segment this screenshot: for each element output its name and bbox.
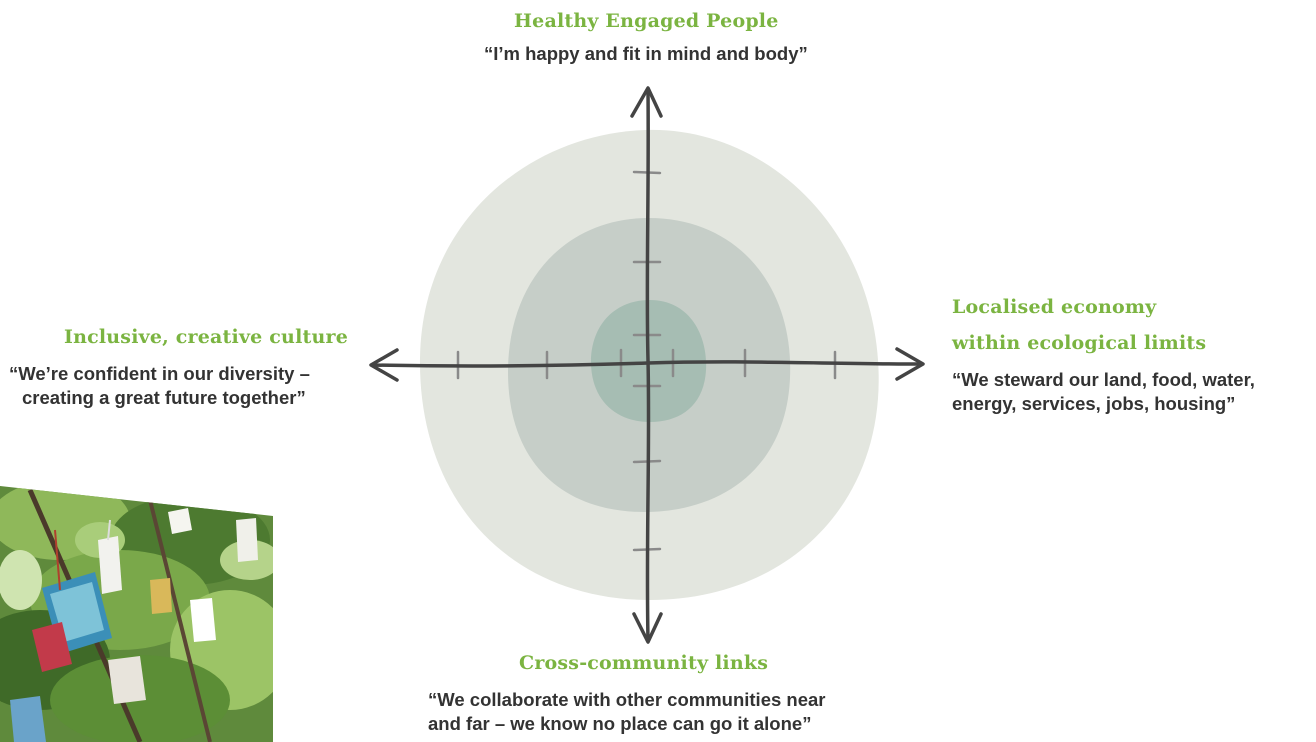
right-arrowhead	[895, 347, 925, 381]
down-arrowhead	[632, 612, 663, 644]
top-quote: “I’m happy and fit in mind and body”	[484, 43, 808, 64]
axes	[369, 86, 925, 644]
bottom-heading: Cross-community links	[519, 652, 769, 674]
left-heading: Inclusive, creative culture	[64, 326, 348, 348]
left-quote-line1: “We’re confident in our diversity –	[9, 363, 310, 384]
right-quote-line1: “We steward our land, food, water,	[952, 369, 1255, 390]
horizontal-axis	[370, 360, 924, 368]
right-heading-line2: within ecological limits	[952, 332, 1207, 354]
bottom-quote-line1: “We collaborate with other communities n…	[428, 689, 826, 710]
left-quote-line2: creating a great future together”	[22, 387, 306, 408]
right-heading-line1: Localised economy	[952, 296, 1157, 318]
vertical-axis	[645, 88, 651, 642]
bottom-quote-line2: and far – we know no place can go it alo…	[428, 713, 812, 734]
left-arrowhead	[369, 348, 399, 382]
top-heading: Healthy Engaged People	[514, 10, 779, 32]
up-arrowhead	[630, 86, 663, 118]
right-quote-line2: energy, services, jobs, housing”	[952, 393, 1236, 414]
